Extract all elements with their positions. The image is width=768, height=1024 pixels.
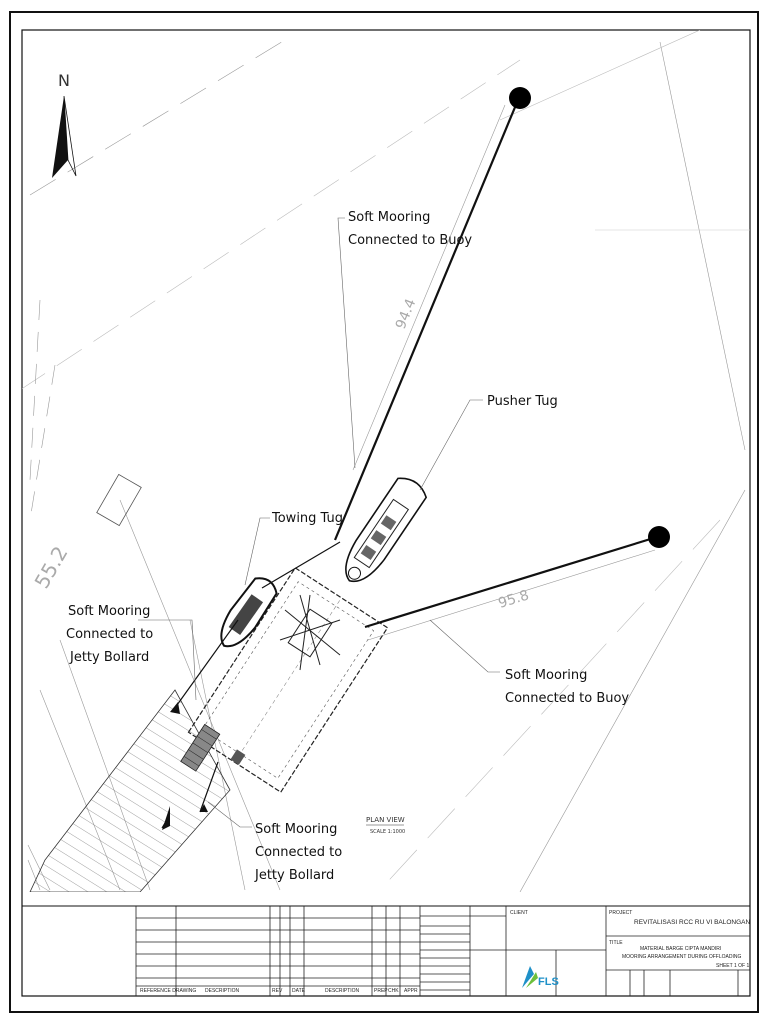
title-label: TITLE xyxy=(609,940,623,946)
dimension-right-text: 95.8 xyxy=(496,587,530,611)
fls-logo-text: FLS xyxy=(538,976,559,988)
title-block: REFERENCE DRAWING DESCRIPTION REV DATE D… xyxy=(21,905,751,997)
callout-jetty-left-line3: Jetty Bollard xyxy=(69,650,149,665)
client-label: CLIENT xyxy=(510,910,528,916)
sheet-number: SHEET 1 OF 1 xyxy=(716,963,749,969)
callout-buoy-right-line1: Soft Mooring xyxy=(505,668,587,683)
callout-buoy-top-line1: Soft Mooring xyxy=(348,210,430,225)
callout-jetty-bottom: Soft Mooring Connected to Jetty Bollard xyxy=(254,822,342,883)
leader-lines xyxy=(138,217,500,828)
title-line-1: MATERIAL BARGE CIPTA MANDIRI xyxy=(640,946,721,952)
callout-jetty-left-line2: Connected to xyxy=(66,627,153,642)
plan-view-heading: PLAN VIEW xyxy=(366,816,405,824)
callout-pusher-tug: Pusher Tug xyxy=(487,394,558,409)
plan-view-scale: SCALE 1:1000 xyxy=(370,829,405,835)
callout-buoy-right-line2: Connected to Buoy xyxy=(505,691,629,706)
project-name: REVITALISASI RCC RU VI BALONGAN xyxy=(634,919,750,926)
callout-jetty-bottom-line3: Jetty Bollard xyxy=(254,868,334,883)
buoy-top xyxy=(509,87,531,109)
callout-buoy-top-line2: Connected to Buoy xyxy=(348,233,472,248)
callout-buoy-right: Soft Mooring Connected to Buoy xyxy=(505,668,629,706)
contour-lines xyxy=(22,30,750,892)
callout-towing-tug: Towing Tug xyxy=(271,511,343,526)
appr-header: APPR xyxy=(404,988,418,994)
callout-jetty-left: Soft Mooring Connected to Jetty Bollard xyxy=(66,604,153,665)
reference-square xyxy=(96,473,142,527)
fls-logo: FLS xyxy=(522,966,559,988)
dimension-top: 94.4 xyxy=(352,104,506,471)
plan-view-title: PLAN VIEW SCALE 1:1000 xyxy=(366,816,405,835)
towing-tug xyxy=(220,577,278,648)
date-header: DATE xyxy=(292,988,306,994)
dimension-right: 95.8 xyxy=(367,549,656,641)
mooring-line-buoy-top xyxy=(333,99,520,541)
bollard-marker-2 xyxy=(162,806,170,830)
callout-jetty-left-line1: Soft Mooring xyxy=(68,604,150,619)
rev-header: REV xyxy=(272,988,283,994)
bollard-marker-3 xyxy=(200,804,208,812)
title-line-2: MOORING ARRANGEMENT DURING OFFLOADING xyxy=(622,954,741,960)
jetty xyxy=(29,689,231,892)
callout-buoy-top: Soft Mooring Connected to Buoy xyxy=(348,210,472,248)
ref-drawing-header: REFERENCE DRAWING xyxy=(140,988,196,994)
dimension-jetty: 55.2 xyxy=(30,542,73,593)
description-header: DESCRIPTION xyxy=(325,988,360,994)
bollard-marker-1 xyxy=(170,702,180,714)
buoy-right xyxy=(648,526,670,548)
pusher-tug xyxy=(345,477,428,583)
outer-border xyxy=(9,11,759,1013)
project-label: PROJECT xyxy=(609,910,632,916)
callout-jetty-bottom-line1: Soft Mooring xyxy=(255,822,337,837)
north-arrow: N xyxy=(52,71,77,178)
cargo-block xyxy=(180,723,221,772)
dimension-top-text: 94.4 xyxy=(393,297,420,332)
chk-header: CHK xyxy=(388,988,399,994)
deck-winch xyxy=(279,594,341,671)
prep-header: PREP xyxy=(374,988,388,994)
ref-description-header: DESCRIPTION xyxy=(205,988,240,994)
mooring-line-buoy-right xyxy=(364,535,658,629)
dimension-jetty-text: 55.2 xyxy=(30,542,73,593)
callout-jetty-bottom-line2: Connected to xyxy=(255,845,342,860)
north-letter: N xyxy=(58,71,70,90)
